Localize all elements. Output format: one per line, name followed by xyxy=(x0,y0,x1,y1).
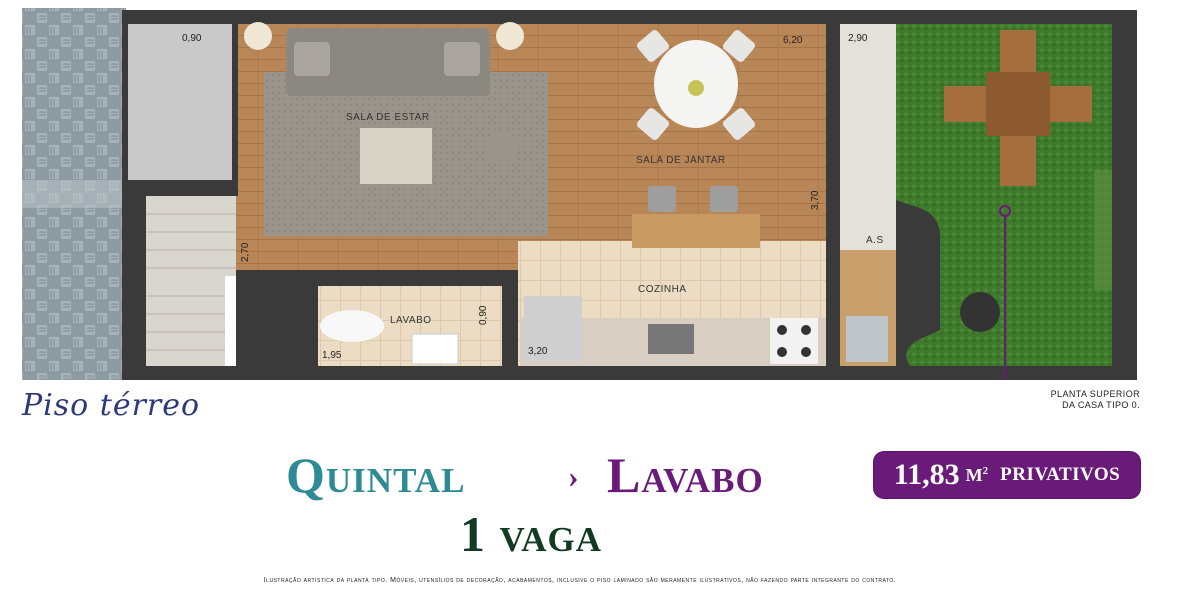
headline-separator: › xyxy=(568,458,579,494)
dimension-lavabo-height: 0,90 xyxy=(478,305,489,325)
dimension-dining-height: 3,70 xyxy=(810,190,821,210)
area-unit-text: M xyxy=(965,464,983,485)
floor-plan: SALA DE ESTAR SALA DE JANTAR COZINHA LAV… xyxy=(22,8,1137,452)
room-label-service: A.S xyxy=(866,235,884,246)
room-label-lavabo: LAVABO xyxy=(390,315,432,326)
area-badge: 11,83 M2 PRIVATIVOS xyxy=(874,452,1140,498)
dimension-kitchen-width: 3,20 xyxy=(528,346,548,357)
room-label-living: SALA DE ESTAR xyxy=(346,112,430,123)
plan-note: PLANTA SUPERIOR DA CASA TIPO 0. xyxy=(1000,389,1140,411)
disclaimer: Ilustração artística da planta tipo. Móv… xyxy=(263,577,897,584)
headline-quintal: Quintal xyxy=(286,447,466,503)
dimension-porch: 0,90 xyxy=(182,33,202,44)
plan-note-line-1: PLANTA SUPERIOR xyxy=(1050,389,1140,399)
floor-title: Piso térreo xyxy=(22,388,201,423)
headline-vaga: 1 vaga xyxy=(460,506,603,562)
area-unit-sup: 2 xyxy=(982,464,989,477)
area-label: PRIVATIVOS xyxy=(1000,464,1121,485)
room-label-kitchen: COZINHA xyxy=(638,284,687,295)
dimension-lavabo-width: 1,95 xyxy=(322,350,342,361)
plan-note-line-2: DA CASA TIPO 0. xyxy=(1062,400,1140,410)
dimension-dining-width: 6,20 xyxy=(783,35,803,46)
headline-lavabo: Lavabo xyxy=(607,447,764,503)
floor-plan-drawing xyxy=(22,8,1137,452)
area-value: 11,83 xyxy=(893,458,960,491)
area-unit: M2 xyxy=(966,465,989,486)
dimension-stairs-height: 2,70 xyxy=(240,242,251,262)
room-label-dining: SALA DE JANTAR xyxy=(636,155,726,166)
dimension-yard-width: 2,90 xyxy=(848,33,868,44)
